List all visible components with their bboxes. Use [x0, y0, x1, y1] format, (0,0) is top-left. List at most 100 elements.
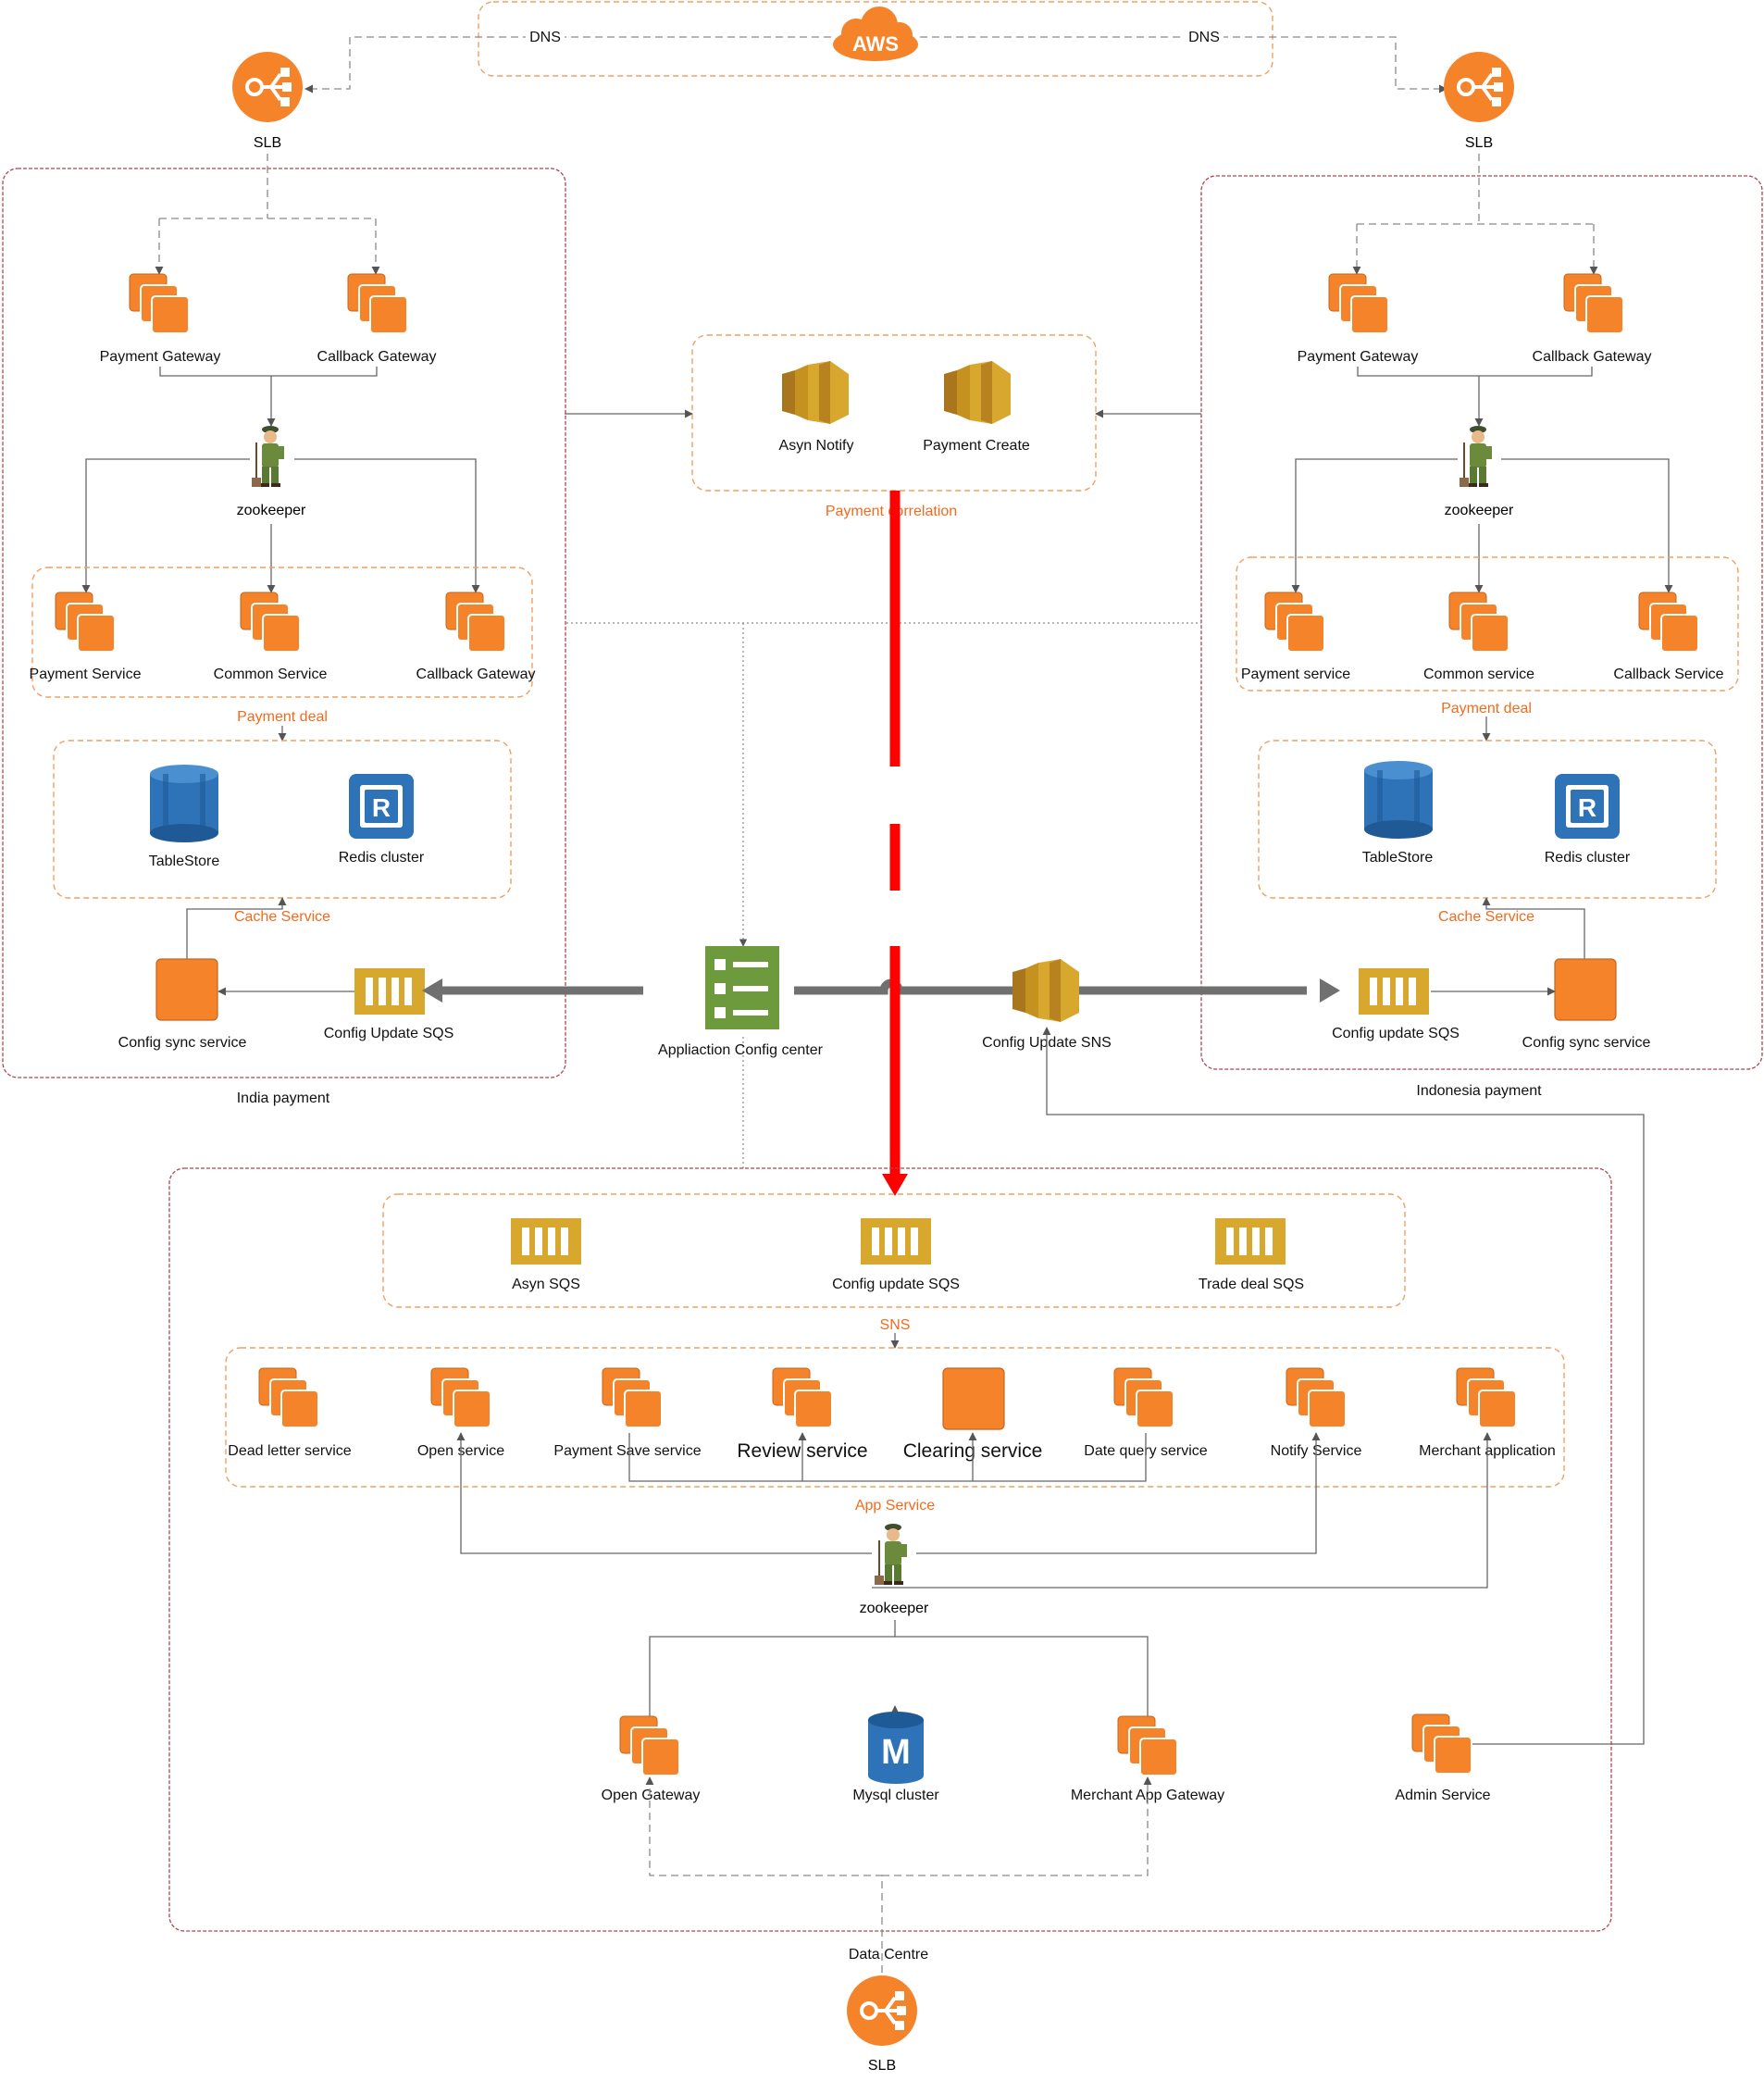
admin-to-sns-link — [1042, 1027, 1645, 1745]
data-centre-region: Data Centre Asyn SQS Config update SQS T… — [168, 1167, 1612, 2009]
cache-service-label: Cache Service — [234, 909, 330, 925]
dns-label-right: DNS — [1188, 30, 1220, 45]
config-center: Appliaction Config center — [658, 946, 824, 1058]
cache-service-box — [53, 740, 512, 899]
review-service-icon — [772, 1367, 833, 1428]
callback-gateway-label: Callback Gateway — [317, 349, 437, 365]
config-sync-service-icon — [1554, 958, 1617, 1021]
indonesia-caption: Indonesia payment — [1416, 1083, 1542, 1099]
dns-box — [478, 1, 1273, 77]
common-service-label: Common Service — [214, 667, 328, 682]
asyn-sqs-label: Asyn SQS — [512, 1277, 580, 1292]
config-center-label: Appliaction Config center — [658, 1042, 824, 1058]
cache-service-box — [1258, 740, 1717, 899]
aws-cloud-icon: AWS — [833, 6, 918, 61]
payment-gateway-label: Payment Gateway — [100, 349, 221, 365]
payment-service-icon — [55, 592, 116, 653]
payment-correlation-box — [691, 334, 1097, 492]
config-center-icon — [705, 946, 779, 1029]
slb-label: SLB — [1465, 135, 1493, 151]
dead-letter-service-label: Dead letter service — [228, 1443, 351, 1459]
zookeeper-icon — [1459, 425, 1493, 488]
date-query-service-icon — [1113, 1367, 1174, 1428]
data-centre-caption: Data Centre — [849, 1947, 928, 1963]
payment-service-label: Payment service — [1241, 667, 1350, 682]
config-sync-service-label: Config sync service — [1522, 1035, 1651, 1051]
callback-gateway-icon — [1563, 273, 1624, 334]
callback-gateway-icon — [347, 273, 408, 334]
config-bus — [422, 978, 1340, 1003]
india-region-box — [2, 168, 566, 1078]
slb-bottom: SLB — [845, 1974, 919, 2074]
payment-create-icon — [944, 361, 1011, 424]
zookeeper-icon — [251, 425, 285, 488]
callback-service-icon — [1638, 592, 1699, 653]
mysql-cluster-label: Mysql cluster — [852, 1788, 939, 1803]
aws-dns-region: AWS DNS DNS — [304, 1, 1447, 93]
slb-label: SLB — [254, 135, 281, 151]
payment-service-icon — [1264, 592, 1325, 653]
tablestore-label: TableStore — [1362, 850, 1434, 866]
config-update-sqs-label: Config Update SQS — [324, 1026, 454, 1041]
cache-service-label: Cache Service — [1438, 909, 1534, 925]
aws-badge: AWS — [852, 32, 899, 56]
trade-deal-sqs-icon — [1215, 1218, 1286, 1265]
redis-cluster-icon — [349, 774, 414, 839]
zookeeper-icon — [874, 1523, 908, 1586]
payment-deal-label: Payment deal — [1441, 701, 1532, 717]
payment-deal-box — [31, 567, 533, 698]
config-update-sqs-icon — [354, 968, 425, 1015]
tablestore-icon — [1364, 761, 1433, 839]
payment-gateway-label: Payment Gateway — [1298, 349, 1419, 365]
india-caption: India payment — [237, 1090, 330, 1106]
config-sns-icon — [1012, 959, 1079, 1022]
config-sync-service-icon — [155, 958, 218, 1021]
zookeeper-label: zookeeper — [237, 503, 306, 518]
admin-service-icon — [1411, 1713, 1472, 1775]
callback-service-label: Callback Service — [1613, 667, 1723, 682]
callback-gateway-2-icon — [445, 592, 506, 653]
app-service-box — [225, 1347, 1565, 1488]
region-divider — [882, 491, 908, 1196]
load-balancer-icon — [845, 1974, 919, 2048]
payment-gateway-icon — [1328, 273, 1389, 334]
zookeeper-label: zookeeper — [860, 1601, 929, 1616]
common-service-label: Common service — [1423, 667, 1534, 682]
load-balancer-icon — [1442, 50, 1516, 124]
merchant-app-gateway-icon — [1117, 1715, 1178, 1776]
payment-save-service-label: Payment Save service — [553, 1443, 701, 1459]
callback-gateway-2-label: Callback Gateway — [416, 667, 536, 682]
data-centre-box — [168, 1167, 1612, 1932]
admin-service-label: Admin Service — [1395, 1788, 1490, 1803]
load-balancer-icon — [230, 50, 304, 124]
slb-label: SLB — [868, 2058, 896, 2074]
trade-deal-sqs-label: Trade deal SQS — [1199, 1277, 1304, 1292]
sns-label: SNS — [880, 1317, 911, 1333]
merchant-app-gateway-label: Merchant App Gateway — [1071, 1788, 1224, 1803]
callback-gateway-label: Callback Gateway — [1533, 349, 1652, 365]
config-update-sqs-icon — [861, 1218, 931, 1265]
asyn-sqs-icon — [511, 1218, 581, 1265]
tablestore-icon — [150, 765, 218, 842]
open-gateway-label: Open Gateway — [602, 1788, 701, 1803]
redis-cluster-icon — [1555, 774, 1620, 839]
slb-top-left: SLB — [230, 50, 304, 151]
payment-correlation-region: Asyn Notify Payment Create Payment corre… — [565, 334, 1201, 519]
payment-service-label: Payment Service — [30, 667, 142, 682]
slb-top-right: SLB — [1442, 50, 1516, 151]
redis-cluster-label: Redis cluster — [1545, 850, 1631, 866]
sns-box — [382, 1193, 1406, 1308]
redis-cluster-label: Redis cluster — [339, 850, 425, 866]
payment-create-label: Payment Create — [923, 438, 1030, 454]
asyn-notify-label: Asyn Notify — [779, 438, 854, 454]
app-service-label: App Service — [855, 1498, 935, 1514]
payment-deal-label: Payment deal — [237, 709, 328, 725]
notify-service-icon — [1286, 1367, 1347, 1428]
indonesia-payment-region: Indonesia payment Payment Gateway Callba… — [1200, 154, 1763, 1099]
common-service-icon — [240, 592, 301, 653]
config-update-sqs-label: Config update SQS — [832, 1277, 960, 1292]
tablestore-label: TableStore — [149, 854, 220, 869]
config-sync-service-label: Config sync service — [118, 1035, 247, 1051]
payment-gateway-icon — [129, 273, 190, 334]
